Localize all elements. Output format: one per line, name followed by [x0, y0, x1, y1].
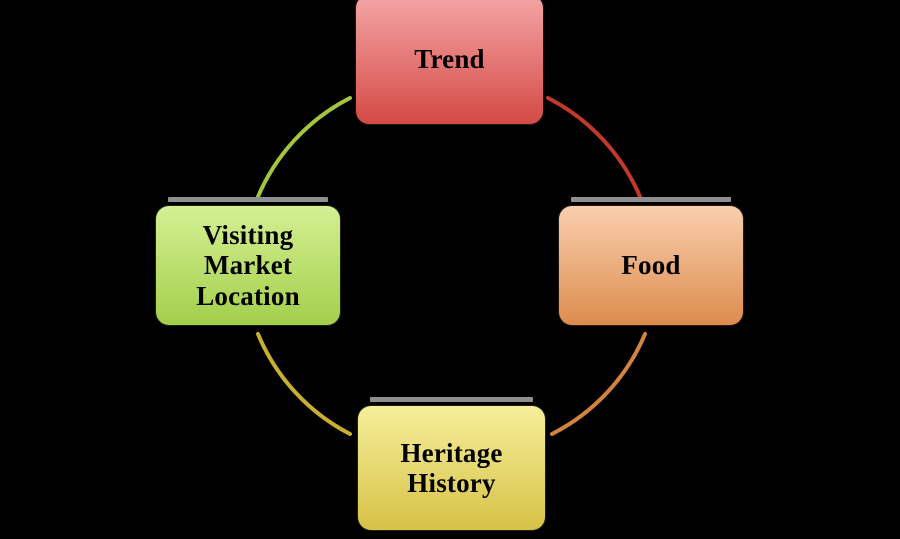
- connector-trend-to-food: [546, 96, 643, 201]
- node-food[interactable]: Food: [558, 197, 744, 326]
- node-visiting-label: Visiting Market Location: [196, 220, 300, 311]
- connector-food-to-heritage: [550, 332, 647, 436]
- node-trend[interactable]: Trend: [355, 0, 544, 125]
- connector-heritage-to-visiting: [256, 332, 352, 436]
- node-heritage-label: Heritage History: [400, 437, 503, 498]
- node-trend-label: Trend: [414, 44, 485, 75]
- node-food-label: Food: [621, 250, 681, 281]
- connector-visiting-to-trend: [255, 96, 352, 201]
- node-heritage[interactable]: Heritage History: [357, 397, 546, 531]
- node-visiting[interactable]: Visiting Market Location: [155, 197, 341, 326]
